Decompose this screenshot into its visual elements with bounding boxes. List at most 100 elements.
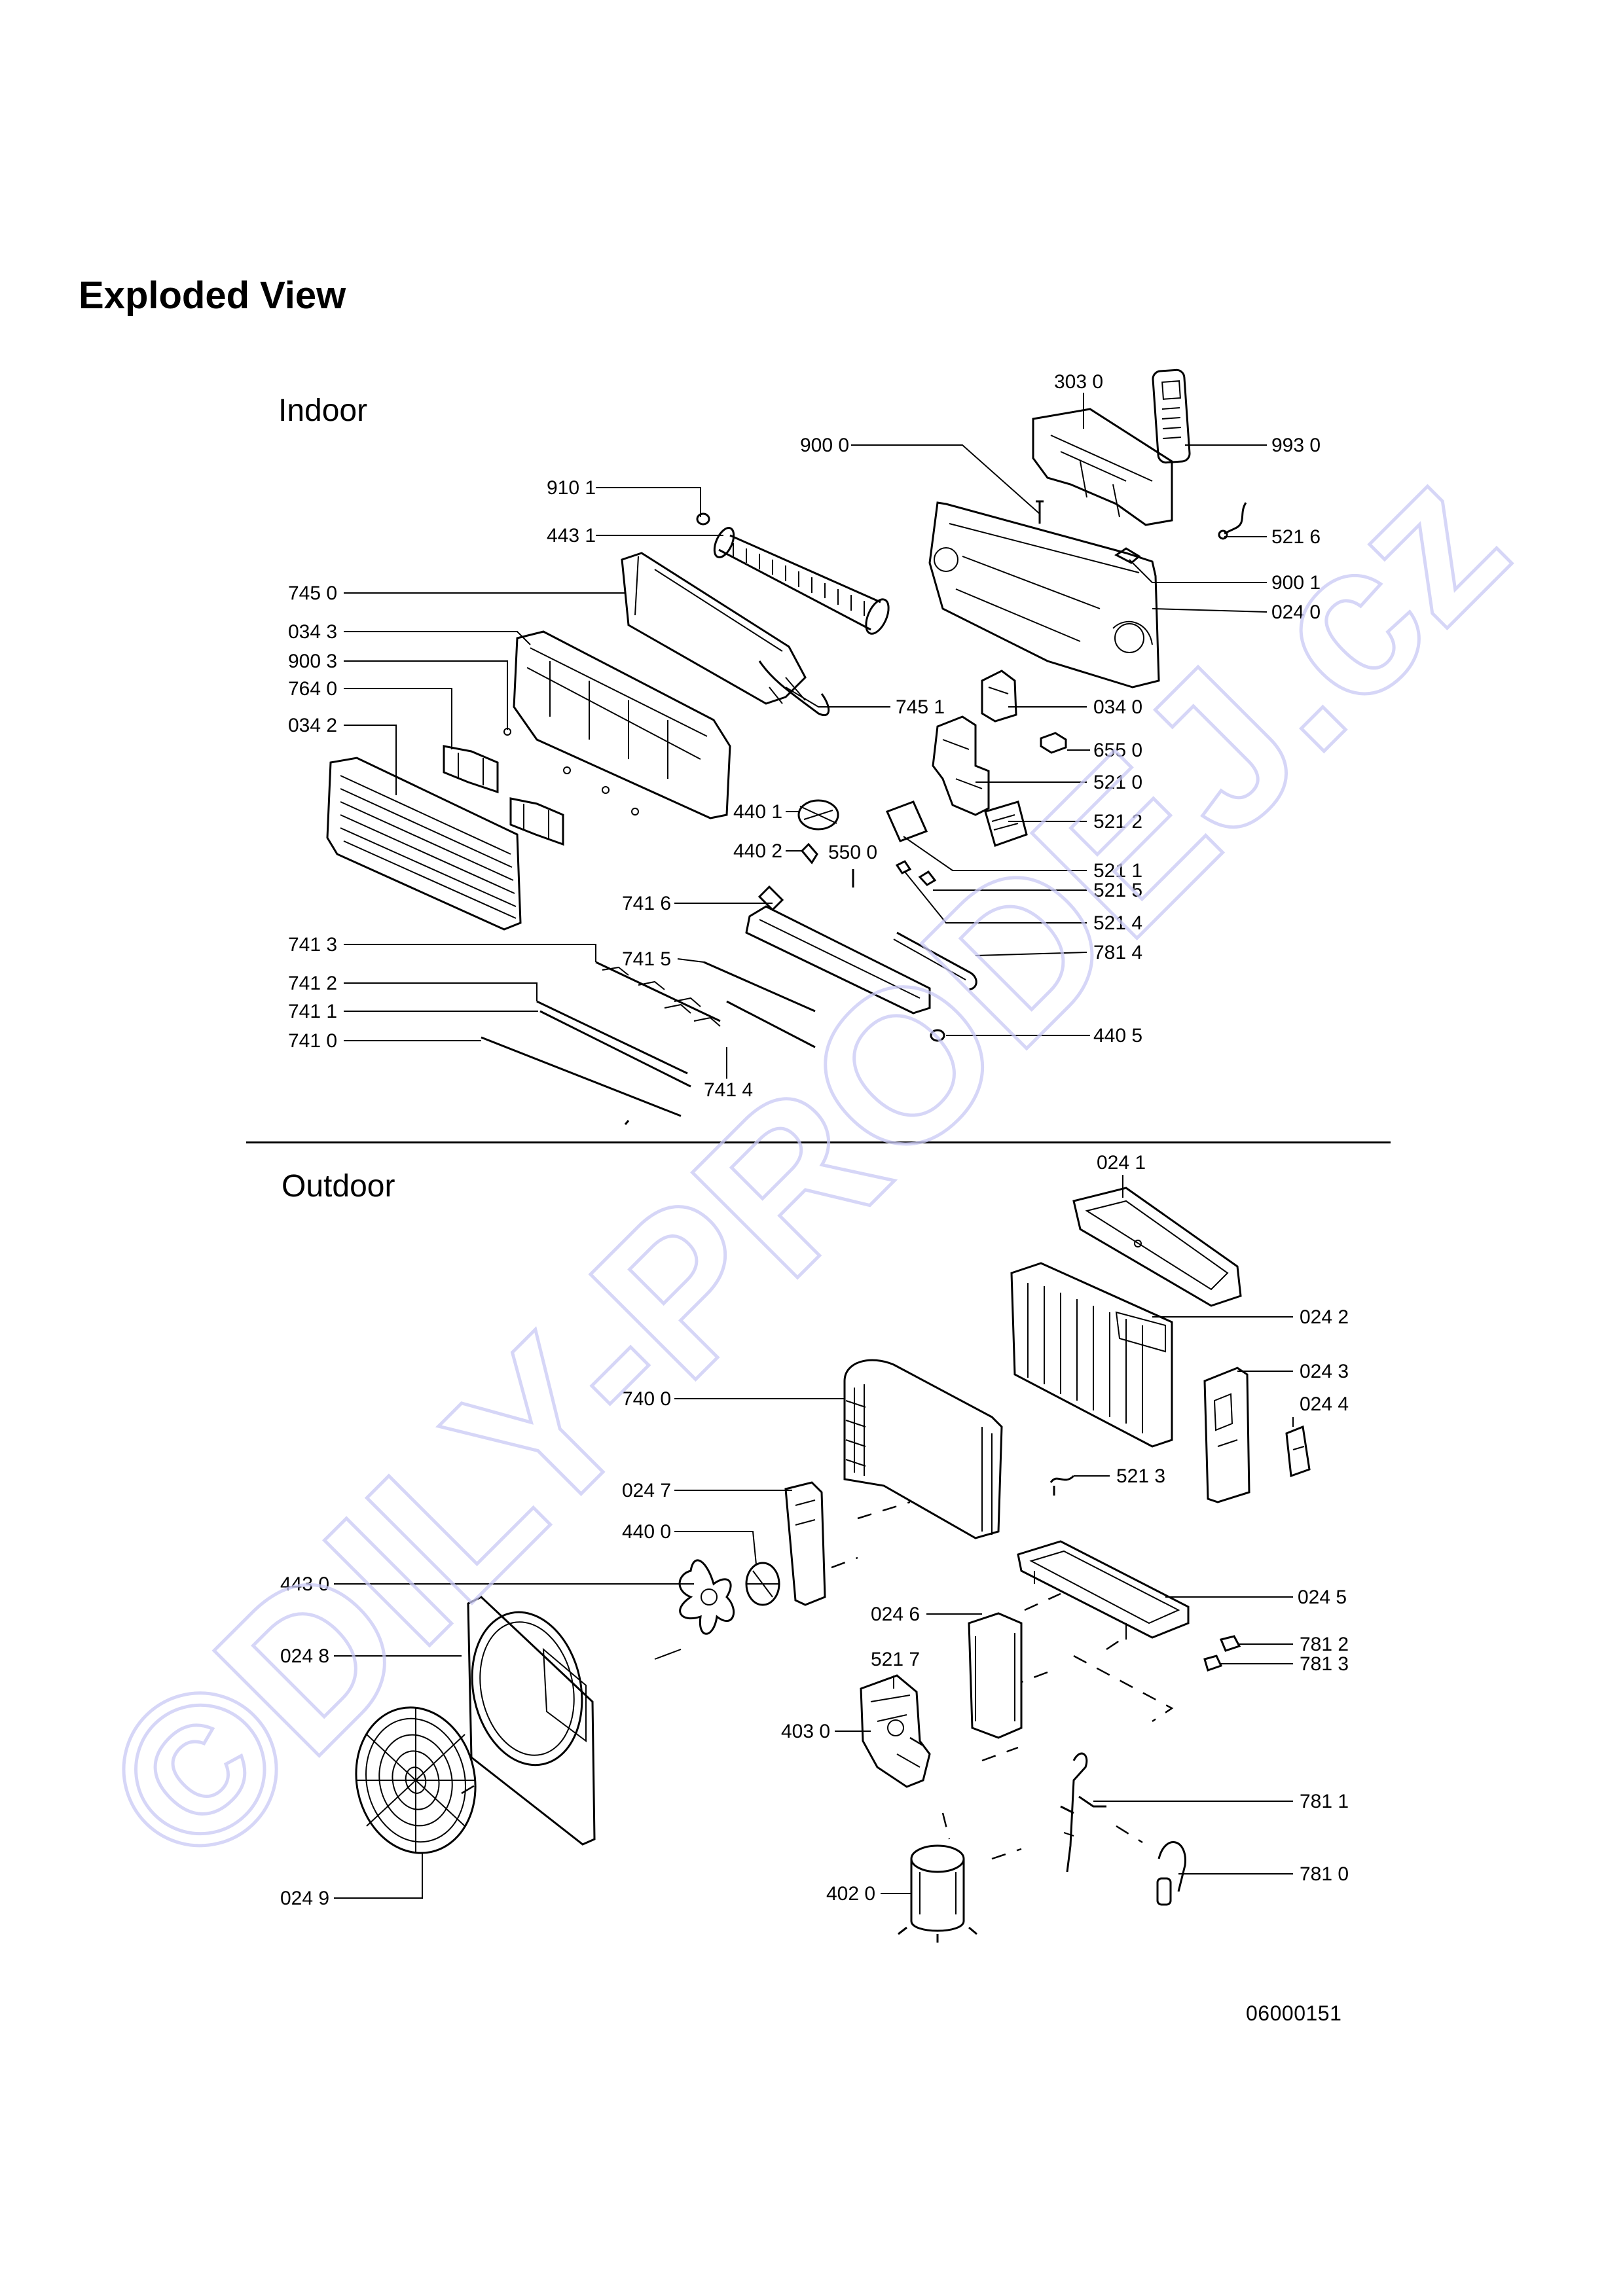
- control-box: [932, 715, 990, 816]
- label-034-2: 034 2: [288, 715, 337, 736]
- label-521-0: 521 0: [1093, 772, 1142, 793]
- valve-781-0: [1156, 1841, 1186, 1906]
- indoor-fan-motor: [797, 799, 839, 831]
- label-900-3: 900 3: [288, 651, 337, 672]
- crossflow-fan: [713, 527, 890, 635]
- connecting-rods: [481, 1000, 691, 1125]
- outdoor-section-title: Outdoor: [282, 1169, 395, 1204]
- label-024-9: 024 9: [280, 1888, 329, 1909]
- label-781-2: 781 2: [1300, 1634, 1349, 1655]
- pipe-781-4: [893, 931, 977, 991]
- label-024-5: 024 5: [1298, 1587, 1347, 1608]
- board-521-1: [885, 800, 928, 842]
- label-024-8: 024 8: [280, 1645, 329, 1667]
- pcb-521-2: [984, 800, 1028, 847]
- side-panel: [1203, 1367, 1250, 1503]
- sensor-521-3: [1049, 1475, 1075, 1496]
- front-grille-panel: [326, 757, 522, 931]
- label-741-5: 741 5: [622, 948, 671, 970]
- label-745-1: 745 1: [896, 696, 945, 718]
- outdoor-parts: [355, 1187, 1311, 1943]
- label-034-0: 034 0: [1093, 696, 1142, 718]
- label-741-3: 741 3: [288, 934, 337, 956]
- label-741-1: 741 1: [288, 1001, 337, 1022]
- label-900-0: 900 0: [800, 435, 849, 456]
- label-521-7: 521 7: [871, 1649, 920, 1670]
- outdoor-callouts: 024 1 024 2 024 3 024 4 740 0 521 3 024 …: [280, 1152, 1349, 1909]
- pipe-assembly: [1060, 1752, 1106, 1873]
- label-741-4: 741 4: [704, 1079, 753, 1101]
- indoor-parts: [326, 368, 1247, 1125]
- section-divider: [246, 1141, 1391, 1143]
- remote-control: [1152, 368, 1191, 464]
- label-741-0: 741 0: [288, 1030, 337, 1052]
- sensor-521-6: [1218, 502, 1247, 540]
- condenser-coil: [843, 1359, 1003, 1539]
- control-box-cover: [981, 670, 1017, 723]
- part-521-5: [918, 870, 937, 886]
- label-900-1: 900 1: [1271, 572, 1321, 594]
- label-910-1: 910 1: [547, 477, 596, 499]
- label-781-4: 781 4: [1093, 942, 1142, 963]
- label-521-5: 521 5: [1093, 880, 1142, 901]
- screw-900-0: [1036, 500, 1044, 524]
- label-521-3: 521 3: [1116, 1465, 1165, 1487]
- louver-assembly-741-6: [745, 885, 931, 1014]
- label-741-6: 741 6: [622, 893, 671, 914]
- top-cover: [1072, 1187, 1242, 1307]
- outdoor-front-panel: [467, 1596, 596, 1846]
- label-764-0: 764 0: [288, 678, 337, 700]
- outdoor-fan-motor: [745, 1562, 780, 1606]
- label-741-2: 741 2: [288, 973, 337, 994]
- part-521-4: [895, 860, 912, 874]
- cap-910-1: [696, 512, 710, 526]
- compressor: [898, 1844, 977, 1943]
- label-024-3: 024 3: [1300, 1361, 1349, 1382]
- label-521-1: 521 1: [1093, 860, 1142, 882]
- label-781-3: 781 3: [1300, 1653, 1349, 1675]
- valve-cover: [1285, 1425, 1311, 1478]
- label-440-5: 440 5: [1093, 1025, 1142, 1047]
- label-443-0: 443 0: [280, 1573, 329, 1595]
- label-440-2: 440 2: [733, 840, 782, 862]
- rear-panel: [1010, 1262, 1173, 1448]
- indoor-section-title: Indoor: [278, 393, 368, 428]
- bracket-440-2: [800, 842, 818, 865]
- part-655-0: [1040, 732, 1067, 754]
- label-521-6: 521 6: [1271, 526, 1321, 548]
- label-402-0: 402 0: [826, 1883, 875, 1905]
- label-403-0: 403 0: [781, 1721, 830, 1742]
- label-440-1: 440 1: [733, 801, 782, 823]
- label-745-0: 745 0: [288, 583, 337, 604]
- electrical-box: [860, 1674, 931, 1788]
- service-valves: [1203, 1635, 1241, 1672]
- label-740-0: 740 0: [622, 1388, 671, 1410]
- side-plate-024-6: [968, 1612, 1023, 1739]
- label-024-4: 024 4: [1300, 1393, 1349, 1415]
- label-024-6: 024 6: [871, 1604, 920, 1625]
- label-655-0: 655 0: [1093, 740, 1142, 761]
- label-024-2: 024 2: [1300, 1306, 1349, 1328]
- label-024-1: 024 1: [1097, 1152, 1146, 1174]
- mounting-plate: [1032, 408, 1173, 526]
- label-993-0: 993 0: [1271, 435, 1321, 456]
- label-440-0: 440 0: [622, 1521, 671, 1543]
- label-303-0: 303 0: [1054, 371, 1103, 393]
- label-024-7: 024 7: [622, 1480, 671, 1501]
- page-title: Exploded View: [79, 274, 346, 317]
- evaporator-coil: [621, 552, 830, 717]
- louver-blades: [595, 961, 816, 1049]
- propeller-fan: [654, 1559, 735, 1660]
- label-521-2: 521 2: [1093, 811, 1142, 833]
- label-550-0: 550 0: [828, 842, 877, 863]
- label-781-0: 781 0: [1300, 1863, 1349, 1885]
- air-filters: [443, 745, 564, 846]
- partition-plate: [784, 1481, 826, 1606]
- part-440-5: [930, 1029, 945, 1042]
- label-024-0: 024 0: [1271, 601, 1321, 623]
- document-code: 06000151: [1246, 2001, 1342, 2025]
- fan-guard: [355, 1706, 477, 1854]
- indoor-chassis: [928, 501, 1160, 689]
- indoor-callouts: 303 0 993 0 900 0 910 1 443 1 521 6 900 …: [288, 371, 1321, 1101]
